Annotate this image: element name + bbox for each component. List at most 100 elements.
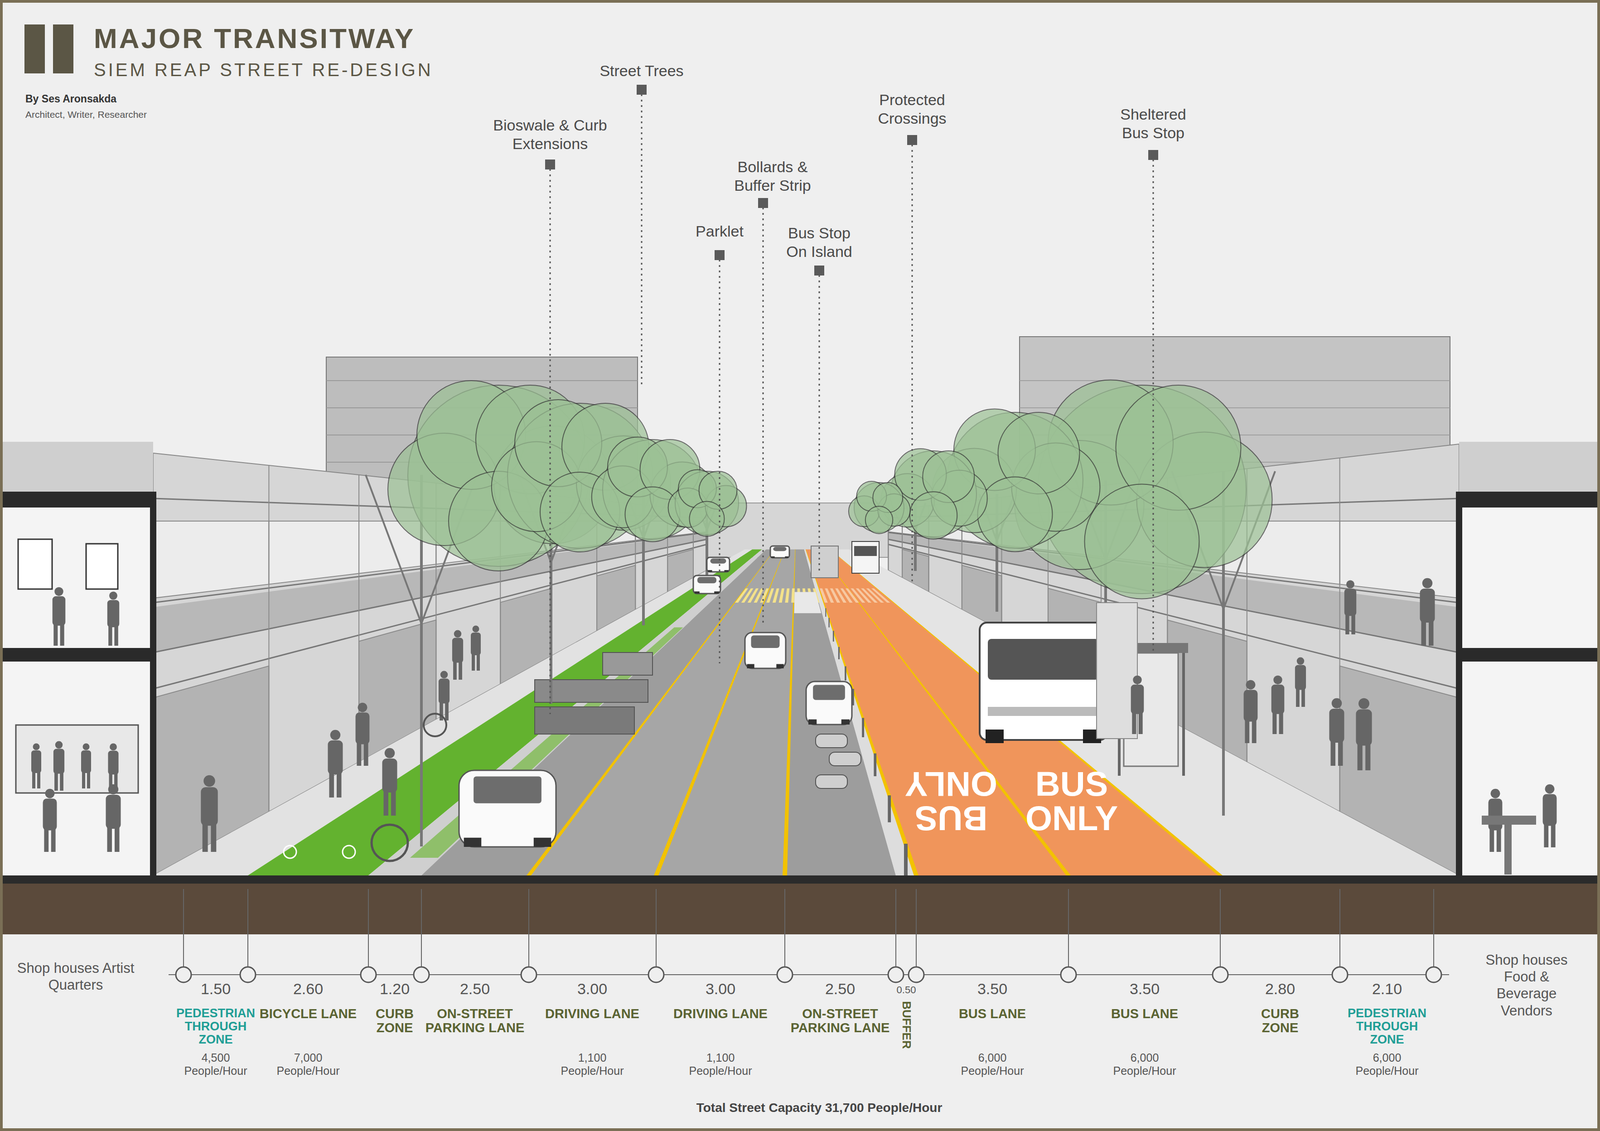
bus-wheel xyxy=(985,729,1004,744)
road-marking: BUS ONLY xyxy=(1025,766,1118,836)
person xyxy=(1421,619,1427,646)
dimension-tick xyxy=(1068,889,1069,967)
road-marking: BUS ONLY xyxy=(904,766,998,836)
person xyxy=(54,587,64,597)
section-room xyxy=(0,507,154,648)
person xyxy=(1271,684,1285,715)
title-mark xyxy=(53,24,74,74)
person xyxy=(1490,788,1501,799)
person xyxy=(328,740,344,775)
person xyxy=(108,624,112,646)
parklet-bench xyxy=(602,652,653,676)
lane-name: CURB ZONE xyxy=(1246,1006,1315,1036)
callout-square xyxy=(545,159,556,170)
car-wheel xyxy=(714,591,720,594)
shelter-panel xyxy=(1096,602,1138,739)
floor-slab xyxy=(0,647,154,662)
person xyxy=(471,653,475,671)
callout-square xyxy=(907,135,918,146)
bicycle-wheel xyxy=(371,824,408,861)
bollard xyxy=(832,630,835,642)
dimension-node xyxy=(175,966,192,983)
bollard xyxy=(838,647,840,660)
dimension-tick xyxy=(1219,889,1221,967)
capacity-note: 6,000 People/Hour xyxy=(953,1051,1031,1078)
crosswalk-stripe xyxy=(791,588,795,603)
section-room xyxy=(0,661,154,876)
car-wheel xyxy=(771,556,775,558)
callout-label: Parklet xyxy=(674,222,765,241)
person xyxy=(1301,687,1306,707)
bicycle-wheel xyxy=(423,713,447,737)
person xyxy=(453,660,457,680)
person xyxy=(1351,613,1355,635)
person xyxy=(32,771,36,789)
crosswalk-stripe xyxy=(871,588,891,603)
car-window xyxy=(773,546,787,552)
art-frame xyxy=(86,543,118,590)
capacity-note: 7,000 People/Hour xyxy=(269,1051,347,1078)
balcony-railing xyxy=(1247,579,1340,629)
person xyxy=(114,826,120,852)
leader-line xyxy=(549,169,552,715)
callout-square xyxy=(714,250,725,261)
leader-line xyxy=(641,94,643,388)
dimension-node xyxy=(413,966,430,983)
person xyxy=(454,630,462,639)
car-wheel xyxy=(776,664,784,669)
tree-canopy xyxy=(1084,484,1200,600)
dimension-value: 3.50 xyxy=(1108,979,1181,999)
person xyxy=(1131,711,1136,735)
person xyxy=(108,784,119,795)
lane-name: BUFFER xyxy=(899,1000,914,1049)
person xyxy=(444,701,449,721)
person xyxy=(59,771,64,791)
person xyxy=(37,771,41,789)
capacity-note: 4,500 People/Hour xyxy=(177,1051,255,1078)
person xyxy=(1246,680,1256,690)
person xyxy=(55,741,63,750)
person xyxy=(82,771,86,789)
bollard xyxy=(825,608,827,617)
dimension-value: 2.50 xyxy=(438,979,512,999)
dimension-value: 1.50 xyxy=(179,979,252,999)
building-section-roof xyxy=(0,441,154,492)
person xyxy=(1357,742,1363,771)
dimension-value: 0.50 xyxy=(885,984,927,996)
person xyxy=(1545,784,1555,794)
person xyxy=(43,798,58,831)
person xyxy=(202,822,208,852)
person xyxy=(1551,823,1556,848)
person xyxy=(109,591,118,600)
callout-label: Bus Stop On Island xyxy=(778,223,861,262)
person xyxy=(336,771,342,798)
floor-slab xyxy=(0,491,154,508)
person xyxy=(1279,711,1284,735)
callout-square xyxy=(814,265,825,276)
person xyxy=(1330,739,1336,766)
lane-name: BUS LANE xyxy=(924,1006,1061,1021)
motorcycle xyxy=(815,734,848,748)
tree-canopy xyxy=(689,501,725,537)
person xyxy=(52,596,66,626)
person xyxy=(1344,588,1357,616)
title: MAJOR TRANSITWAY xyxy=(93,21,416,56)
facade-window xyxy=(153,521,269,599)
dimension-value: 3.50 xyxy=(956,979,1029,999)
ground-line xyxy=(0,875,1600,884)
dimension-tick xyxy=(528,889,530,967)
person xyxy=(53,749,65,774)
crosswalk-stripe xyxy=(778,588,785,603)
car xyxy=(770,546,790,558)
dimension-tick xyxy=(1433,889,1435,967)
car-wheel xyxy=(533,837,552,847)
dimension-node xyxy=(888,966,904,983)
car-wheel xyxy=(694,591,700,594)
lane-name: PEDESTRIAN THROUGH ZONE xyxy=(1341,1006,1433,1047)
person xyxy=(458,660,463,680)
subtitle: SIEM REAP STREET RE-DESIGN xyxy=(93,58,434,81)
bollard xyxy=(903,843,908,876)
person xyxy=(203,775,216,788)
